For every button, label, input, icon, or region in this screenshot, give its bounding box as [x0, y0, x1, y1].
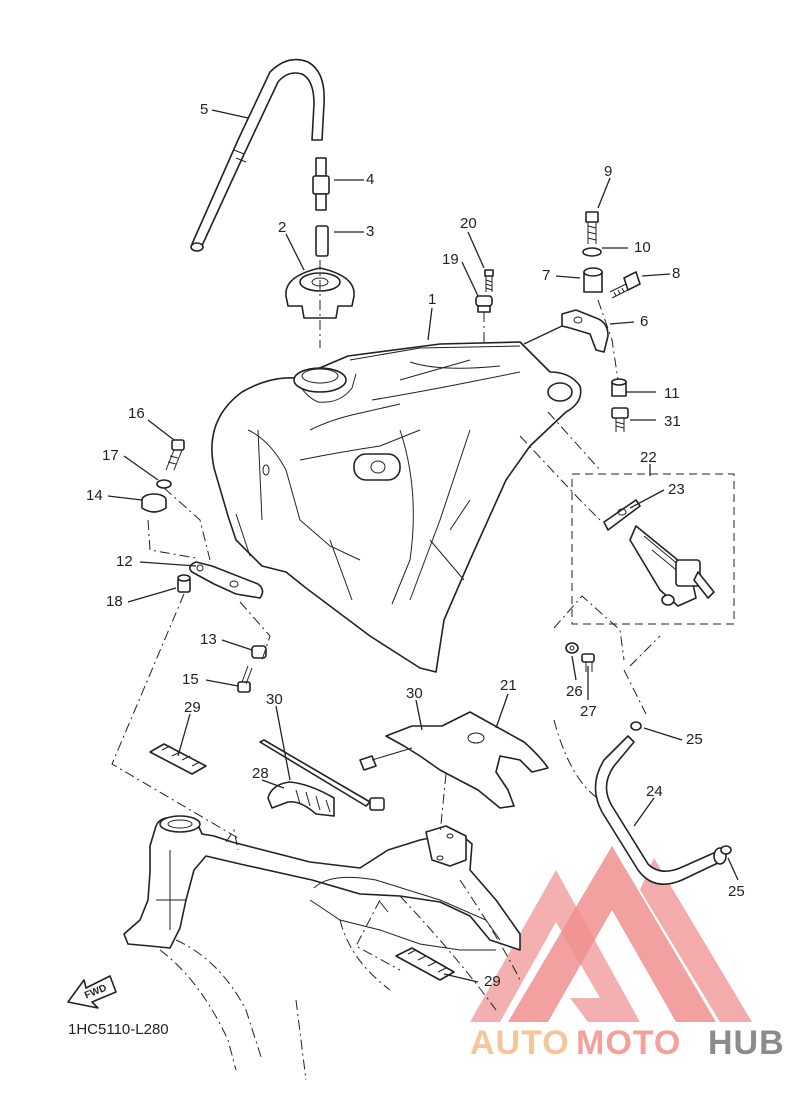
callout-13: 13: [200, 631, 217, 648]
callout-2: 2: [278, 219, 286, 236]
clip-29b-part: [395, 947, 455, 981]
collar-19-part: [475, 295, 493, 313]
callout-30b: 30: [406, 685, 423, 702]
watermark-auto: AUTO: [470, 1024, 570, 1062]
bolt-31-part: [611, 407, 629, 432]
bolt-20-part: [484, 269, 494, 292]
callout-9: 9: [604, 163, 612, 180]
callout-1: 1: [428, 291, 436, 308]
damper-7-part: [583, 267, 603, 293]
callout-7: 7: [542, 267, 550, 284]
screw-27-part: [581, 653, 595, 672]
washer-17-part: [156, 479, 172, 489]
washer-10-part: [582, 247, 602, 257]
watermark-inner-triangle-icon: [470, 870, 640, 1022]
clip-29-part: [149, 743, 207, 775]
callout-8: 8: [672, 265, 680, 282]
watermark-triangle-icon: [508, 846, 716, 1022]
callout-30a: 30: [266, 691, 283, 708]
collar-18-part: [177, 574, 191, 593]
callout-28: 28: [252, 765, 269, 782]
collar-13-part: [251, 645, 267, 659]
callout-15: 15: [182, 671, 199, 688]
bracket-21-part: [359, 711, 549, 809]
callout-27: 27: [580, 703, 597, 720]
vent-pipe-part: [315, 225, 329, 257]
leader-lines: [107, 109, 739, 983]
callout-21: 21: [500, 677, 517, 694]
callout-31: 31: [664, 413, 681, 430]
callout-4: 4: [366, 171, 374, 188]
band-30-part: [259, 739, 385, 811]
callout-20: 20: [460, 215, 477, 232]
fuel-tank-part: [211, 341, 582, 673]
callout-10: 10: [634, 239, 651, 256]
bracket-12-part: [188, 561, 264, 599]
fuel-hose-24-part: [594, 735, 727, 886]
callout-3: 3: [366, 223, 374, 240]
callout-29b: 29: [484, 973, 501, 990]
callout-24: 24: [646, 783, 663, 800]
bolt-9-part: [585, 211, 599, 244]
bolt-16-part: [165, 439, 185, 471]
callout-23: 23: [668, 481, 685, 498]
bracket-6-part: [561, 309, 609, 353]
callout-17: 17: [102, 447, 119, 464]
diagram-code: 1HC5110-L280: [68, 1021, 169, 1038]
callout-5: 5: [200, 101, 208, 118]
damper-14-part: [141, 493, 167, 513]
vent-fitting-part: [312, 157, 330, 211]
callout-25b: 25: [728, 883, 745, 900]
callout-16: 16: [128, 405, 145, 422]
callout-26: 26: [566, 683, 583, 700]
callout-29a: 29: [184, 699, 201, 716]
callout-14: 14: [86, 487, 103, 504]
callout-11: 11: [664, 385, 680, 402]
clip-25-part: [630, 721, 732, 855]
fwd-arrow-icon: FWD: [67, 975, 117, 1009]
fuel-hose-part: [190, 58, 325, 252]
watermark-text: AUTO MOTO HUB: [470, 1024, 785, 1062]
watermark-g-shape-icon: [640, 858, 752, 1022]
callout-12: 12: [116, 553, 133, 570]
watermark-hub: HUB: [708, 1024, 785, 1062]
washer-26-part: [565, 642, 579, 654]
callout-25a: 25: [686, 731, 703, 748]
callout-22: 22: [640, 449, 657, 466]
frame-part: [123, 815, 521, 1081]
callout-6: 6: [640, 313, 648, 330]
watermark-logo: [470, 846, 752, 1022]
bolt-15-part: [237, 665, 253, 693]
callout-18: 18: [106, 593, 123, 610]
callout-19: 19: [442, 251, 459, 268]
watermark-moto: MOTO: [576, 1024, 681, 1062]
callout-numbers: 1 2 3 4 5 6 7 8 9 10 11 12 13 14 15 16 1…: [86, 101, 745, 990]
bolt-8-part: [609, 271, 641, 299]
assembly-lines: [111, 260, 661, 971]
clip-28-part: [267, 781, 335, 817]
collar-11-part: [611, 378, 627, 397]
